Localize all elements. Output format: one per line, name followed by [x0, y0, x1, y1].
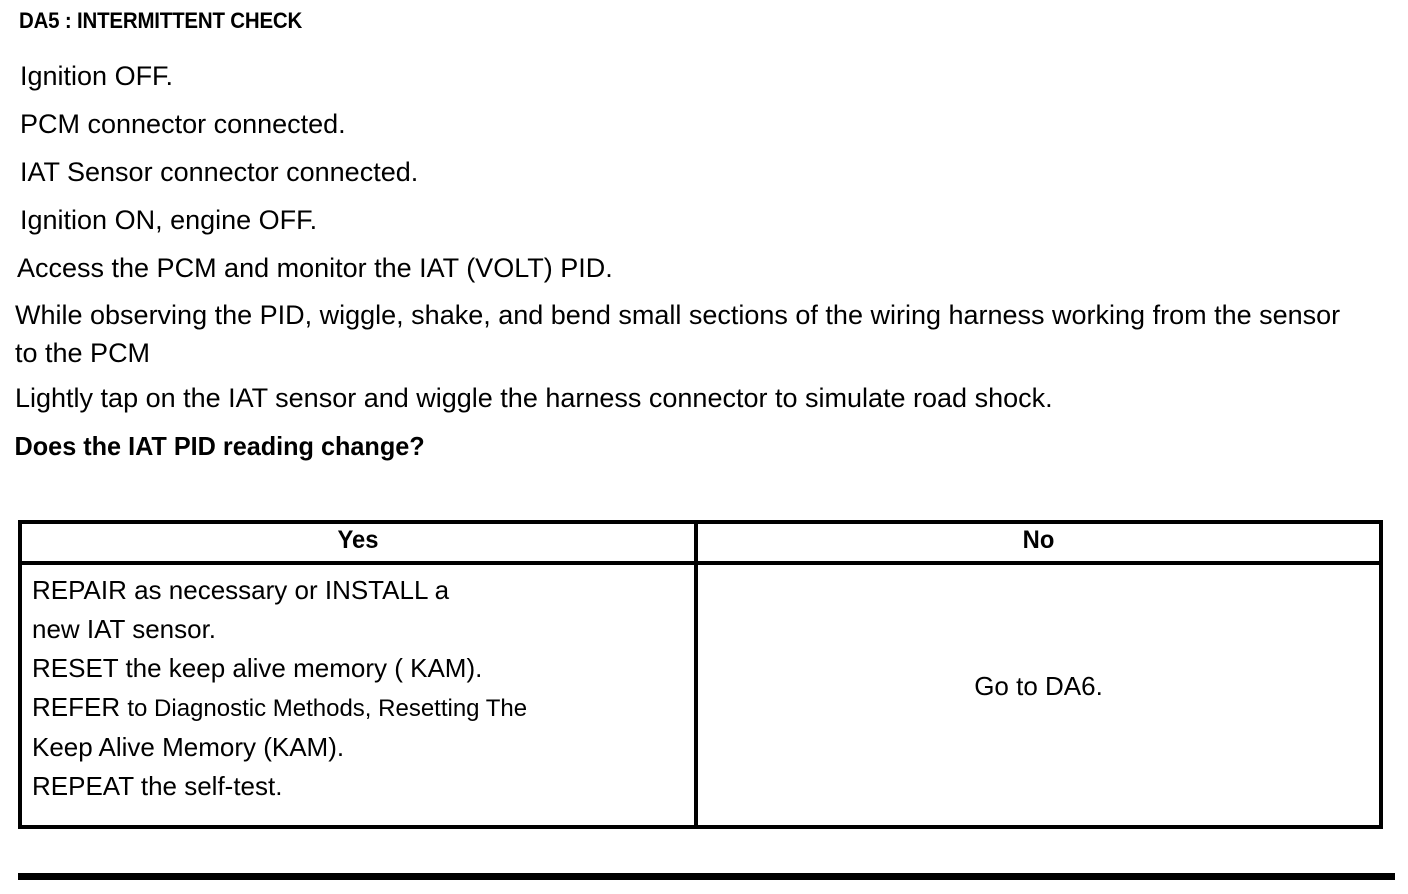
procedure-step: Ignition ON, engine OFF. — [20, 205, 318, 235]
table-cell-no-action: Go to DA6. — [698, 565, 1379, 825]
yes-action-refer-line: REFER to Diagnostic Methods, Resetting T… — [32, 688, 694, 728]
procedure-step: IAT Sensor connector connected. — [20, 157, 419, 187]
table-header-cell-yes: Yes — [22, 524, 698, 561]
procedure-step: Ignition OFF. — [20, 61, 174, 91]
yes-action-line: REPEAT the self-test. — [32, 771, 283, 801]
table-row: REPAIR as necessary or INSTALL a new IAT… — [22, 565, 1379, 825]
yes-action-line: REPAIR as necessary or INSTALL a — [32, 575, 450, 605]
procedure-step: Lightly tap on the IAT sensor and wiggle… — [15, 383, 1053, 413]
yes-action-line: Keep Alive Memory (KAM). — [32, 732, 345, 762]
table-header-row: Yes No — [22, 524, 1379, 565]
yes-action-line: new IAT sensor. — [32, 614, 217, 644]
refer-reference-text: to Diagnostic Methods, Resetting The — [127, 695, 528, 722]
refer-keyword: REFER — [32, 692, 128, 722]
table-cell-yes-action: REPAIR as necessary or INSTALL a new IAT… — [22, 565, 698, 825]
column-header-label-yes: Yes — [337, 526, 379, 554]
no-action-text: Go to DA6. — [974, 671, 1103, 701]
page-title: DA5 : INTERMITTENT CHECK — [19, 8, 303, 33]
procedure-step: Access the PCM and monitor the IAT (VOLT… — [17, 253, 613, 283]
page-footer-rule — [18, 873, 1395, 880]
procedure-question: Does the IAT PID reading change? — [14, 431, 425, 461]
procedure-step: PCM connector connected. — [20, 109, 346, 139]
yes-action-line: RESET the keep alive memory ( KAM). — [32, 653, 483, 683]
table-header-cell-no: No — [698, 524, 1379, 561]
column-header-label-no: No — [1022, 526, 1055, 554]
procedure-step: While observing the PID, wiggle, shake, … — [15, 300, 1341, 368]
decision-table: Yes No REPAIR as necessary or INSTALL a … — [18, 520, 1383, 829]
procedure-step-list: Ignition OFF. PCM connector connected. I… — [0, 52, 1408, 470]
